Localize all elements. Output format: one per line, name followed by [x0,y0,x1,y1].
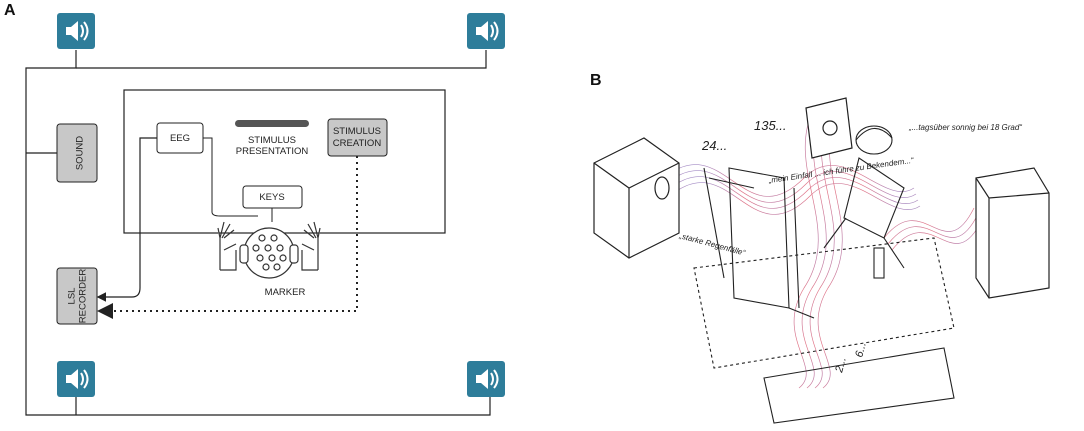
sound-wave-pattern [663,107,983,389]
participant-sketch [823,125,905,279]
stimulus-creation-label-1: STIMULUS [333,126,381,137]
speaker-bottom-right-icon [466,360,506,398]
annotation-2: 2... [833,356,849,375]
eeg-box-label: EEG [170,133,190,144]
sketch-illustration: 24... 135... „...tagsüber sonnig bei 18 … [593,97,1050,424]
annotation-regen: „starke Regenfälle“ [678,231,747,258]
stimulus-presentation-label-1: STIMULUS [248,135,296,146]
annotation-135: 135... [754,118,787,133]
setup-diagram: SOUND LSL RECORDER EEG STIMULUS PRESENTA… [25,12,506,416]
speaker-back-icon [805,97,853,159]
annotation-6: 6... [853,341,869,359]
panel-b-label: B [590,72,602,89]
stimulus-presentation-label-2: PRESENTATION [236,146,309,157]
speaker-left-icon [593,137,680,259]
annotation-weather: „...tagsüber sonnig bei 18 Grad“ [908,123,1022,132]
desk-and-monitors-sketch [693,167,955,424]
lsl-recorder-label-1: LSL [67,288,78,305]
annotation-24: 24... [701,138,727,153]
speaker-bottom-left-icon [56,360,96,398]
speaker-top-left-icon [56,12,96,50]
stimulus-creation-label-2: CREATION [333,138,382,149]
speaker-right-icon [975,167,1050,299]
sound-box-label: SOUND [75,136,86,170]
speaker-top-right-icon [466,12,506,50]
participant-head-icon [217,221,321,279]
marker-label: MARKER [265,287,306,298]
panel-a-label: A [4,2,16,19]
lsl-recorder-label-2: RECORDER [78,269,89,324]
keys-box-label: KEYS [259,192,284,203]
